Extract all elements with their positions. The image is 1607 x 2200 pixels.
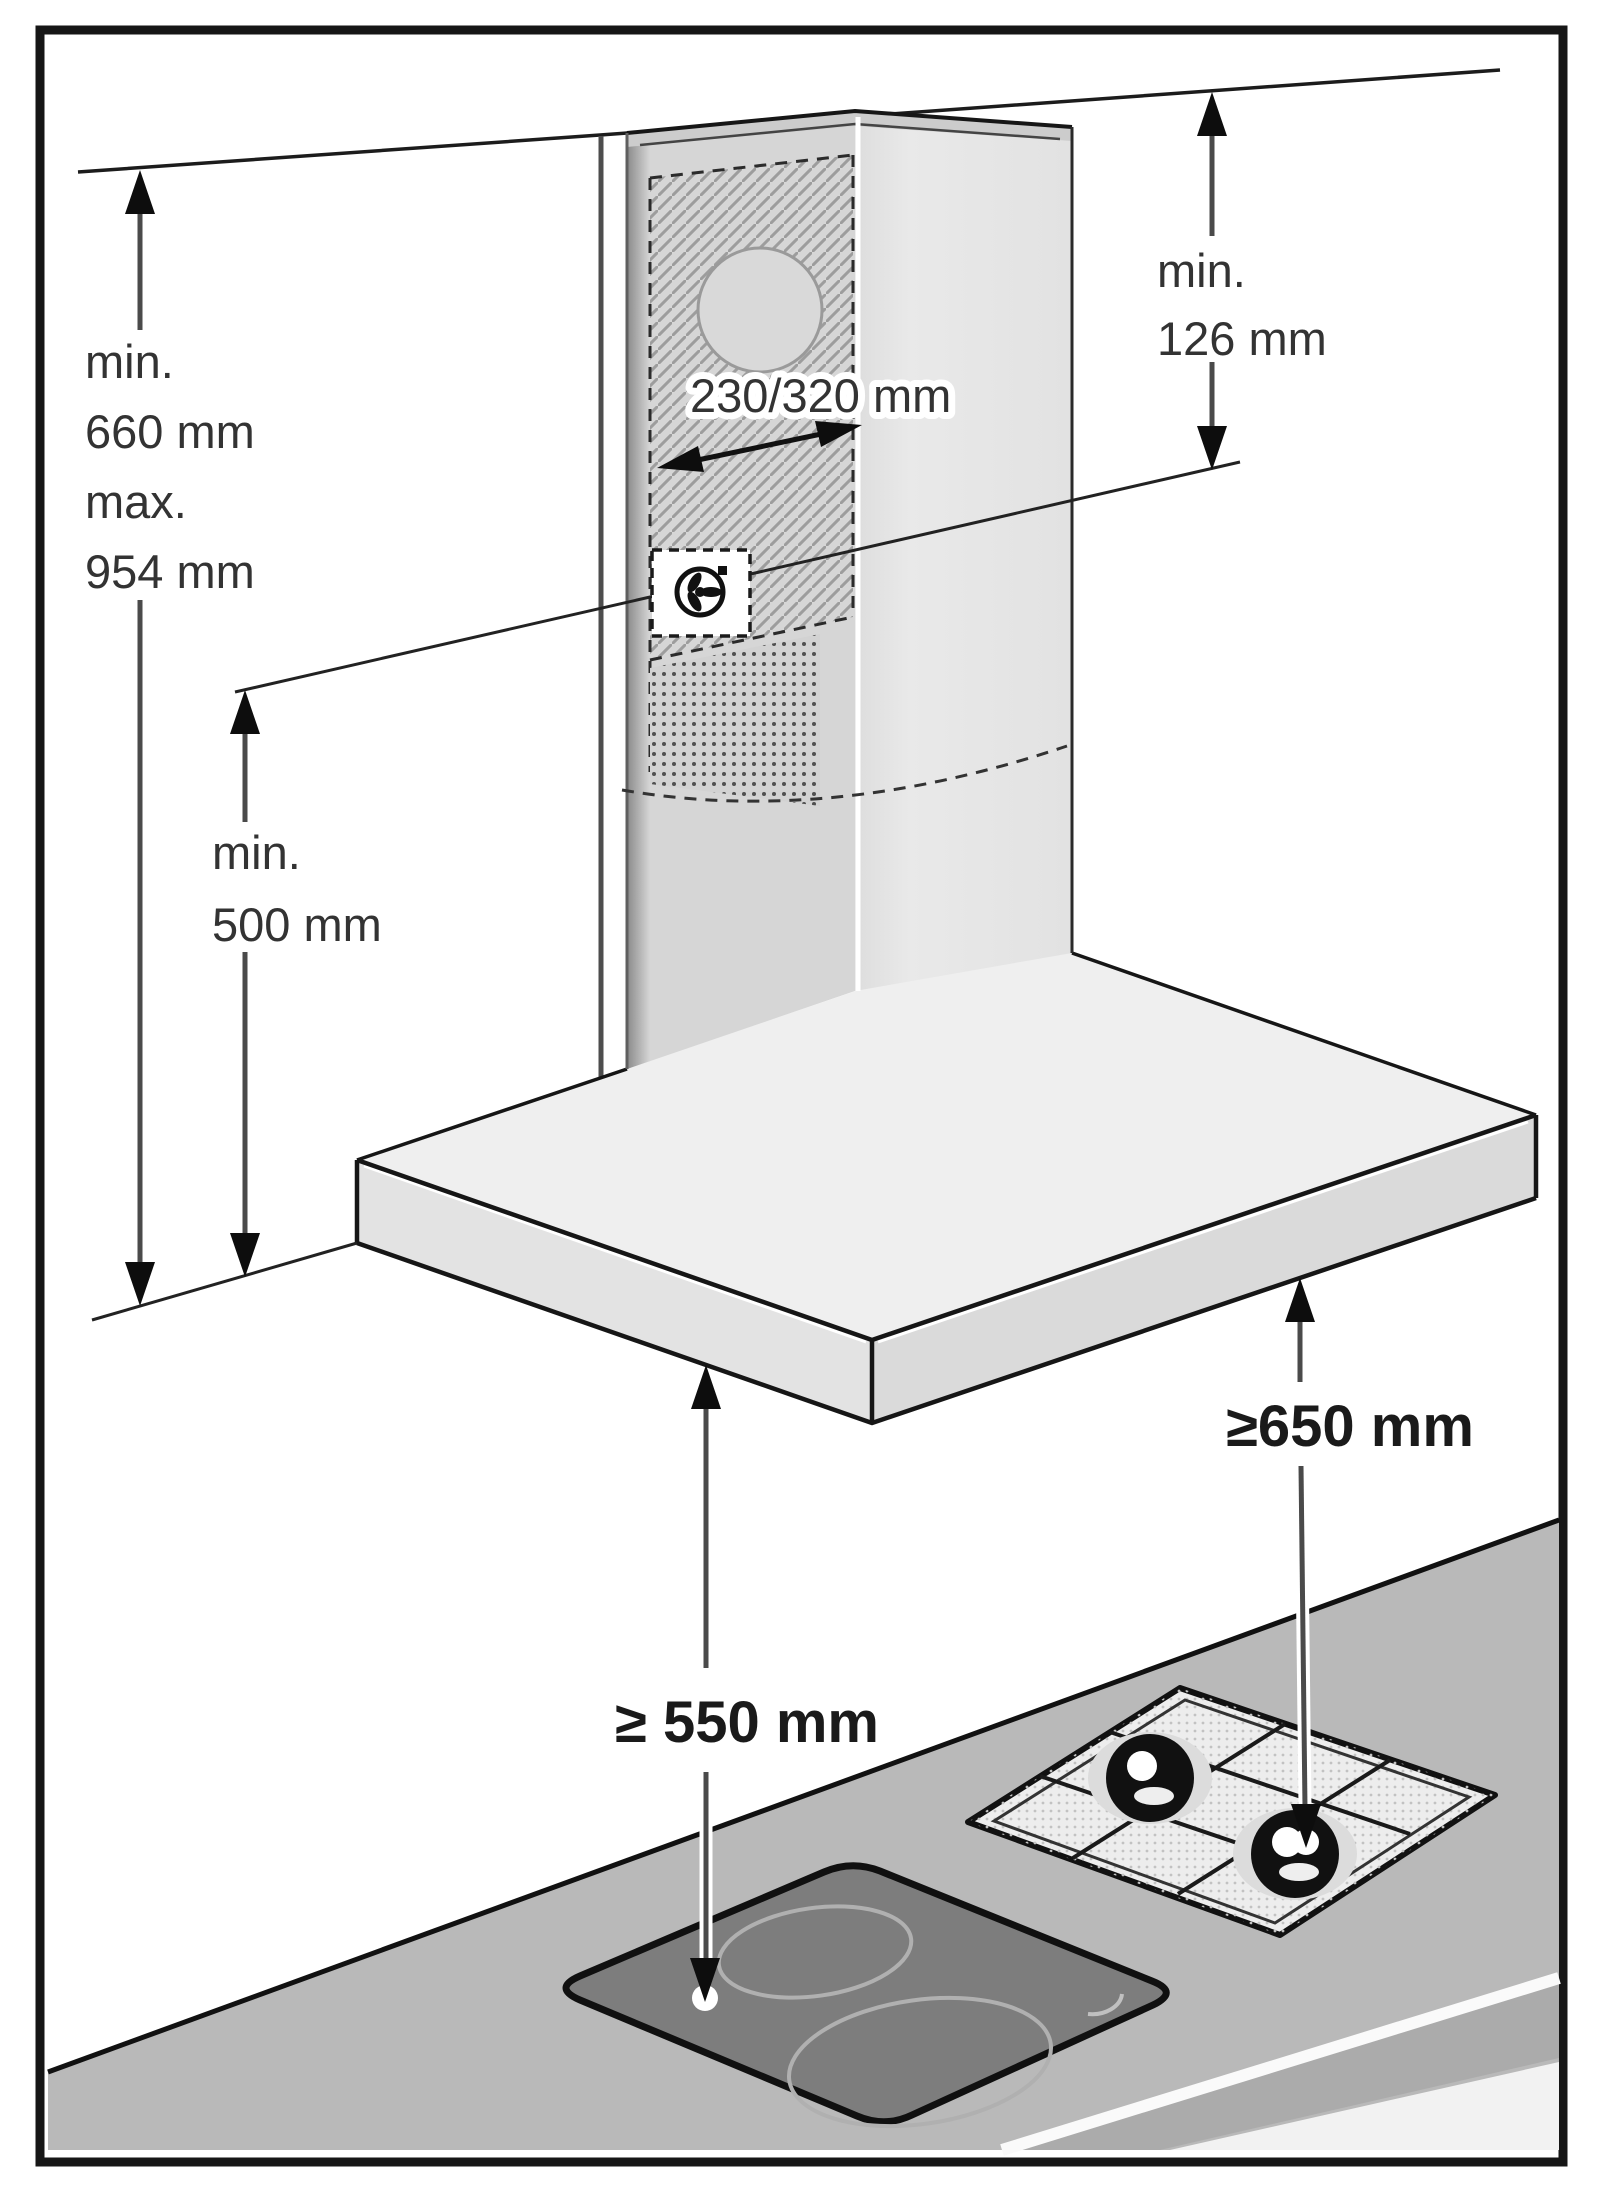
dim-650-stem-bottom bbox=[1298, 1465, 1308, 1809]
hood-highlight-right bbox=[877, 1120, 1529, 1344]
arrowheads bbox=[125, 92, 1321, 2011]
chimney-inner-rim-line bbox=[639, 122, 1061, 147]
hood-back-edges bbox=[356, 951, 1537, 1162]
hood-top-face bbox=[357, 935, 1536, 1340]
ceramic-ring-small bbox=[716, 1904, 914, 2000]
telescopic-dashed-line bbox=[621, 744, 1068, 803]
hood-canopy bbox=[354, 935, 1539, 1426]
counter-surface bbox=[48, 1520, 1559, 2150]
arrow-down-550 bbox=[690, 1958, 720, 2002]
label-ceiling-660: 660 mm bbox=[85, 405, 255, 458]
arrow-down-500 bbox=[230, 1233, 260, 1277]
label-ceiling-max: max. bbox=[85, 475, 187, 528]
label-ceiling-954: 954 mm bbox=[85, 545, 255, 598]
fan-symbol-box bbox=[650, 548, 752, 638]
arrow-up-500 bbox=[230, 690, 260, 734]
counter-front-floor bbox=[1170, 2062, 1559, 2150]
arrow-up-126 bbox=[1197, 92, 1227, 136]
gas-burner-right bbox=[1233, 1808, 1357, 1900]
vent-band-perforations bbox=[650, 634, 820, 806]
ceiling-line bbox=[77, 68, 1501, 174]
dimension-lines bbox=[125, 92, 1321, 2011]
arrow-up-550 bbox=[691, 1365, 721, 1409]
hood-outline bbox=[354, 1112, 1539, 1426]
arrow-down-660 bbox=[125, 1262, 155, 1306]
hood-front-right-face bbox=[872, 1115, 1536, 1423]
duct-hole-circle bbox=[696, 246, 824, 374]
label-duct-top-126: 126 mm bbox=[1157, 312, 1327, 365]
label-duct-hole-width: 230/320 mm bbox=[690, 369, 951, 422]
chimney-right-face bbox=[855, 111, 1072, 991]
label-electric-hob-clearance: ≥ 550 mm bbox=[615, 1690, 879, 1755]
gas-hob bbox=[965, 1685, 1498, 1938]
label-gas-hob-clearance: ≥650 mm bbox=[1226, 1394, 1474, 1459]
ceramic-hob bbox=[562, 1862, 1170, 2129]
arrow-up-660 bbox=[125, 170, 155, 214]
counter-edge-highlight bbox=[1000, 1972, 1561, 2156]
label-ceiling-min: min. bbox=[85, 335, 174, 388]
arrow-down-650 bbox=[1291, 1804, 1321, 1848]
hood-highlight-left bbox=[363, 1164, 867, 1344]
ceramic-hob-control-mark bbox=[1087, 1993, 1124, 2017]
arrow-down-126 bbox=[1197, 426, 1227, 470]
gas-burner-left bbox=[1088, 1732, 1212, 1824]
stems bbox=[137, 134, 1308, 1962]
dim-230-320-arrow bbox=[657, 421, 862, 472]
label-duct-top-min: min. bbox=[1157, 244, 1246, 297]
arrow-up-650 bbox=[1285, 1278, 1315, 1322]
duct-cutout-area bbox=[648, 153, 855, 772]
dimension-labels: min. 660 mm max. 954 mm min. 126 mm 230/… bbox=[78, 237, 1481, 1762]
hood-bottom-reference-line bbox=[91, 1241, 358, 1322]
fan-icon bbox=[674, 566, 727, 618]
hood-front-left-face bbox=[357, 1160, 872, 1423]
ceramic-hob-panel bbox=[562, 1862, 1170, 2126]
label-overlap-500: 500 mm bbox=[212, 898, 382, 951]
ceramic-ring-large bbox=[787, 1995, 1053, 2129]
chimney-top-edge bbox=[626, 108, 1073, 135]
gas-hob-texture bbox=[968, 1688, 1495, 1935]
label-overlap-min: min. bbox=[212, 826, 301, 879]
